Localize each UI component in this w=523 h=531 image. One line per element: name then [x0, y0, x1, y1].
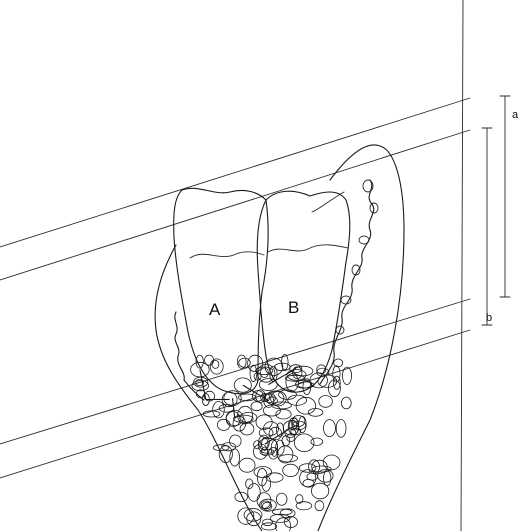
tooth-label-b: B	[288, 298, 299, 317]
trabecula-cell	[276, 518, 291, 531]
trabecula-cell	[240, 423, 254, 435]
tooth-a-outline	[174, 188, 268, 393]
trabecula-cell	[251, 402, 262, 411]
vertical-reference-line	[461, 0, 463, 531]
trabecula-cell	[205, 355, 214, 365]
tooth-b-fissure	[312, 192, 344, 212]
trabecula-cell	[299, 416, 307, 432]
trabecula-cell	[288, 395, 307, 405]
trabecula-cell	[296, 495, 303, 504]
trabecula-cell	[342, 367, 351, 384]
crestal-margin-right	[320, 180, 374, 384]
trabecula-cell	[280, 509, 295, 518]
trabecula-cell	[319, 396, 333, 408]
trabecula-cell	[315, 501, 324, 511]
trabecula-cell	[324, 471, 331, 486]
trabecula-cell	[212, 360, 219, 368]
trabecula-cell	[217, 419, 230, 430]
dimension-bar-b	[482, 128, 492, 325]
trabecula-cell	[311, 438, 323, 445]
tooth-a-crown-line	[190, 252, 264, 258]
trabecular-bone-mesh	[191, 354, 352, 531]
trabecula-cell	[230, 449, 240, 466]
trabecula-cell	[265, 358, 283, 375]
trabecula-cell	[341, 397, 351, 409]
projection-line-3	[0, 299, 470, 444]
trabecula-cell	[279, 455, 298, 462]
trabecula-cell	[324, 420, 336, 437]
trabecula-cell	[276, 493, 287, 505]
trabecula-cell	[253, 444, 267, 459]
tooth-label-a: A	[209, 300, 221, 319]
dimension-bar-a	[500, 96, 510, 297]
trabecula-cell	[334, 359, 343, 367]
tooth-b-outline	[257, 191, 350, 392]
alveolar-bone-outline	[155, 145, 404, 531]
trabecula-cell	[238, 508, 254, 524]
trabecula-cell	[234, 378, 251, 392]
trabecula-cell	[261, 523, 276, 530]
projection-line-2	[0, 130, 470, 280]
dimension-label-b: b	[486, 312, 492, 324]
trabecula-strand	[233, 398, 235, 418]
tooth-b-crown-line	[268, 245, 348, 252]
trabecula-cell	[317, 368, 329, 376]
trabecula-cell	[248, 484, 261, 502]
projection-line-1	[0, 98, 470, 247]
trabecula-cell	[296, 397, 316, 414]
trabecula-cell	[336, 420, 346, 438]
trabecula-cell	[239, 458, 255, 472]
trabecula-cell	[256, 415, 272, 429]
trabecula-cell	[283, 464, 299, 476]
dimension-label-a: a	[512, 109, 519, 121]
trabecula-cell	[308, 409, 323, 417]
trabecula-strand	[200, 370, 206, 400]
trabecula-cell	[262, 447, 268, 456]
